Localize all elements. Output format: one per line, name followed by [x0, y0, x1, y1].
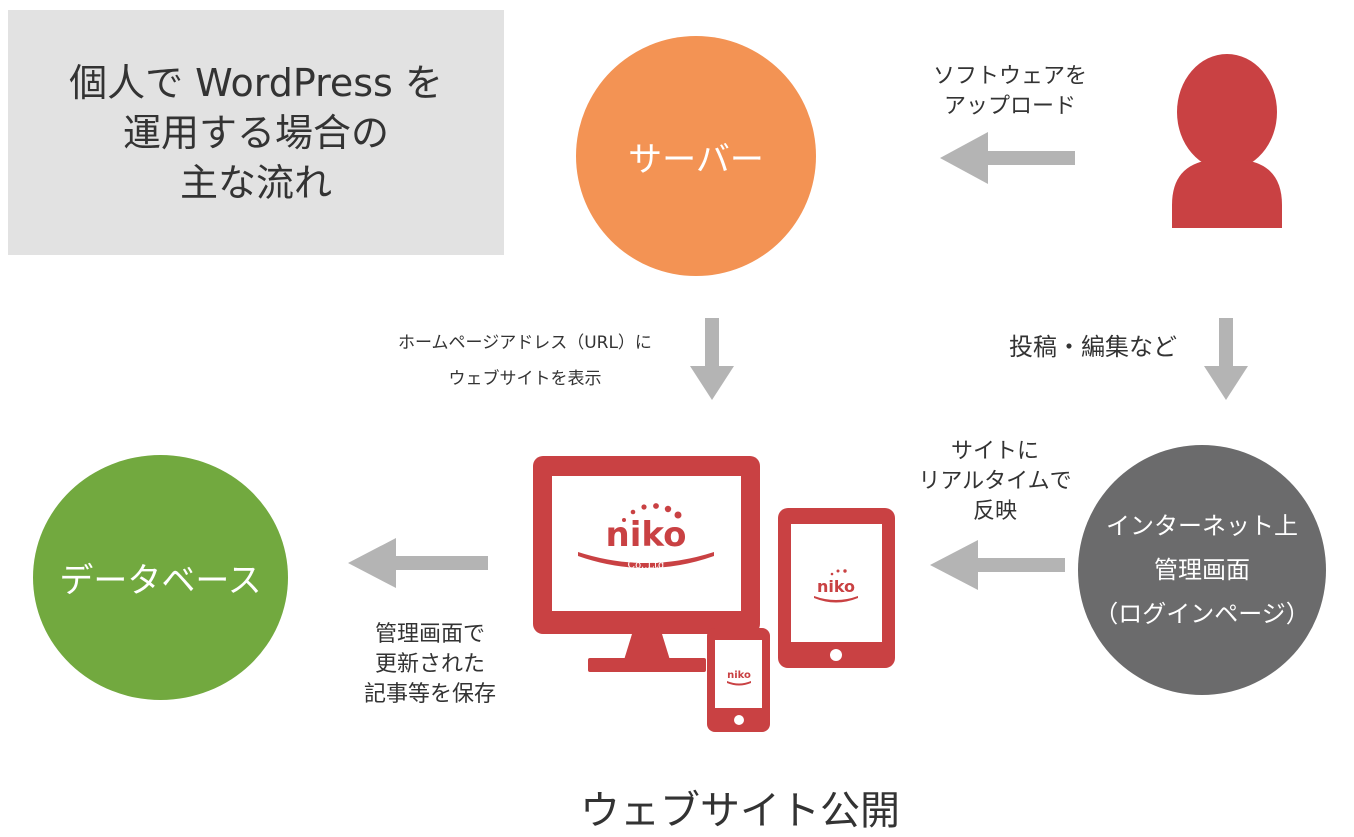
publish-text: ウェブサイト公開: [580, 788, 900, 834]
title-line-2: 運用する場合の: [122, 110, 389, 155]
admin-label-line-1: インターネット上: [1106, 512, 1298, 540]
post-edit-text: 投稿・編集など: [1009, 333, 1177, 361]
realtime-label-line-1: サイトに: [950, 439, 1039, 464]
title-line-3: 主な流れ: [179, 160, 332, 205]
niko-logo-desktop: niko Co.,Ltd: [578, 503, 714, 571]
tablet-icon: [778, 508, 895, 668]
niko-logo-phone: niko: [727, 670, 751, 686]
upload-label: ソフトウェアを アップロード: [905, 62, 1115, 122]
arrow-realtime-icon: [930, 540, 1065, 590]
phone-icon: [707, 628, 770, 732]
niko-logo-tablet-text: niko: [817, 577, 855, 596]
server-label: サーバー: [628, 139, 764, 180]
admin-node: インターネット上 管理画面 （ログインページ）: [1078, 445, 1326, 695]
title-line-1: 個人で WordPress を: [69, 60, 443, 105]
database-node: データベース: [33, 455, 288, 700]
upload-label-line-1: ソフトウェアを: [932, 64, 1087, 89]
save-label-line-1: 管理画面で: [374, 622, 485, 647]
homepage-label-line-1: ホームページアドレス（URL）に: [398, 333, 652, 353]
person-icon: [1172, 54, 1282, 228]
save-label-line-2: 更新された: [374, 652, 485, 677]
database-label: データベース: [59, 561, 262, 601]
admin-label-line-3: （ログインページ）: [1094, 600, 1310, 628]
niko-logo-tablet: niko: [814, 569, 858, 603]
arrow-display-icon: [690, 318, 734, 400]
arrow-post-icon: [1204, 318, 1248, 400]
realtime-label-line-3: 反映: [972, 499, 1017, 524]
niko-logo-phone-text: niko: [727, 670, 751, 681]
upload-label-line-2: アップロード: [943, 94, 1076, 119]
niko-logo-desktop-text: niko: [606, 515, 687, 555]
server-node: サーバー: [576, 36, 816, 276]
post-edit-label: 投稿・編集など: [988, 330, 1198, 364]
niko-logo-desktop-sub: Co.,Ltd: [628, 560, 666, 571]
save-label-line-3: 記事等を保存: [363, 682, 496, 707]
admin-label-line-2: 管理画面: [1154, 556, 1250, 584]
homepage-label: ホームページアドレス（URL）に ウェブサイトを表示: [340, 325, 710, 397]
desktop-monitor-icon: [533, 456, 760, 672]
realtime-label: サイトに リアルタイムで 反映: [895, 437, 1095, 527]
homepage-label-line-2: ウェブサイトを表示: [448, 369, 602, 389]
arrow-upload-icon: [940, 132, 1075, 184]
save-label: 管理画面で 更新された 記事等を保存: [330, 620, 530, 710]
arrow-save-icon: [348, 538, 488, 588]
publish-label: ウェブサイト公開: [540, 788, 940, 834]
title-box: 個人で WordPress を 運用する場合の 主な流れ: [8, 10, 504, 255]
realtime-label-line-2: リアルタイムで: [918, 469, 1072, 494]
